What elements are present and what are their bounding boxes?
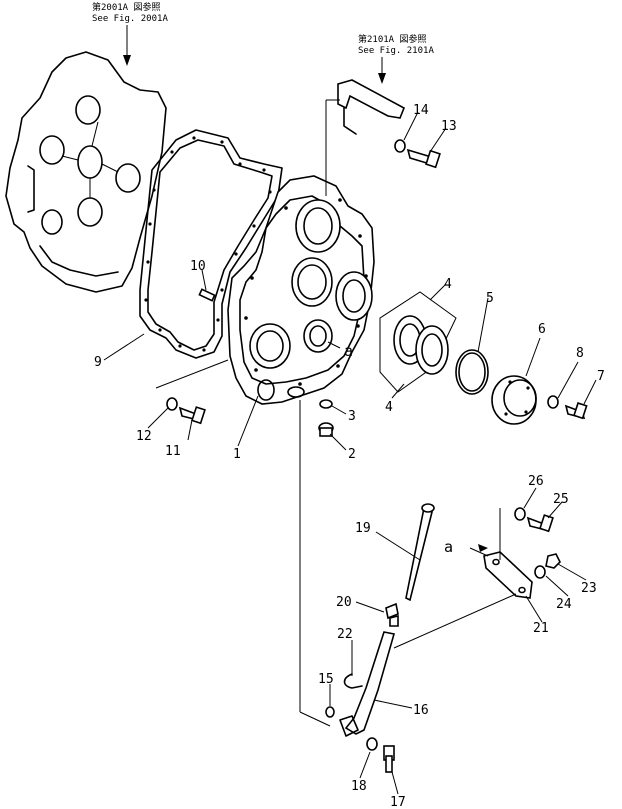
callout-a-bracket: a (444, 538, 453, 556)
callout-25: 25 (553, 492, 569, 507)
washer-8 (547, 395, 559, 409)
washer-12 (166, 397, 178, 411)
callout-22: 22 (337, 627, 353, 642)
leader-lines (103, 111, 597, 795)
front-cover (227, 175, 375, 405)
guide-tube (339, 631, 396, 737)
dipstick (405, 503, 435, 602)
callout-6: 6 (538, 322, 546, 337)
callout-7: 7 (597, 369, 605, 384)
callout-4-top: 4 (444, 277, 452, 292)
callout-19: 19 (355, 521, 371, 536)
reference-fig2101: 第2101A 図参照 See Fig. 2101A (358, 33, 434, 84)
clip-22 (343, 673, 363, 689)
o-ring-3 (319, 399, 333, 409)
callout-10: 10 (190, 259, 206, 274)
mounting-bracket (337, 79, 406, 135)
callout-18: 18 (351, 779, 367, 794)
bolt-13 (406, 148, 441, 169)
bracket-21 (483, 551, 533, 599)
dowel-pin (198, 288, 216, 302)
callout-1: 1 (233, 447, 241, 462)
bolt-25 (526, 514, 554, 533)
callout-15: 15 (318, 672, 334, 687)
bolt-17 (383, 745, 395, 773)
callout-labels: 1 2 3 4 4 5 6 7 8 9 10 11 12 13 14 15 16… (94, 103, 605, 809)
plug-2 (318, 422, 334, 437)
reference-fig2001: 第2001A 図参照 See Fig. 2001A (92, 1, 168, 66)
callout-4-bottom: 4 (385, 400, 393, 415)
callout-23: 23 (581, 581, 597, 596)
oil-seal-pair (379, 291, 457, 393)
reference-fig2101-jp: 第2101A 図参照 (358, 33, 427, 45)
callout-5: 5 (486, 291, 494, 306)
o-ring-15 (325, 706, 335, 718)
callout-11: 11 (165, 444, 181, 459)
o-ring (455, 349, 489, 395)
callout-3: 3 (348, 409, 356, 424)
callout-14: 14 (413, 103, 429, 118)
callout-8: 8 (576, 346, 584, 361)
washer-24 (534, 565, 546, 579)
flywheel-housing (5, 51, 167, 293)
callout-21: 21 (533, 621, 549, 636)
callout-24: 24 (556, 597, 572, 612)
cap-20 (385, 602, 399, 627)
washer-26 (514, 507, 526, 521)
callout-13: 13 (441, 119, 457, 134)
callout-a-seal: a (344, 342, 353, 360)
callout-16: 16 (413, 703, 429, 718)
callout-26: 26 (528, 474, 544, 489)
bolt-7 (564, 402, 588, 420)
reference-fig2001-jp: 第2001A 図参照 (92, 1, 161, 13)
cover-plate (491, 375, 537, 425)
bolt-11 (178, 406, 206, 425)
callout-20: 20 (336, 595, 352, 610)
callout-9: 9 (94, 355, 102, 370)
callout-17: 17 (390, 795, 406, 809)
washer-14 (394, 139, 406, 153)
gasket (139, 129, 283, 359)
callout-12: 12 (136, 429, 152, 444)
callout-2: 2 (348, 447, 356, 462)
reference-fig2001-en: See Fig. 2001A (92, 14, 168, 24)
washer-18 (366, 737, 378, 751)
nut-23 (545, 553, 561, 569)
reference-fig2101-en: See Fig. 2101A (358, 46, 434, 56)
